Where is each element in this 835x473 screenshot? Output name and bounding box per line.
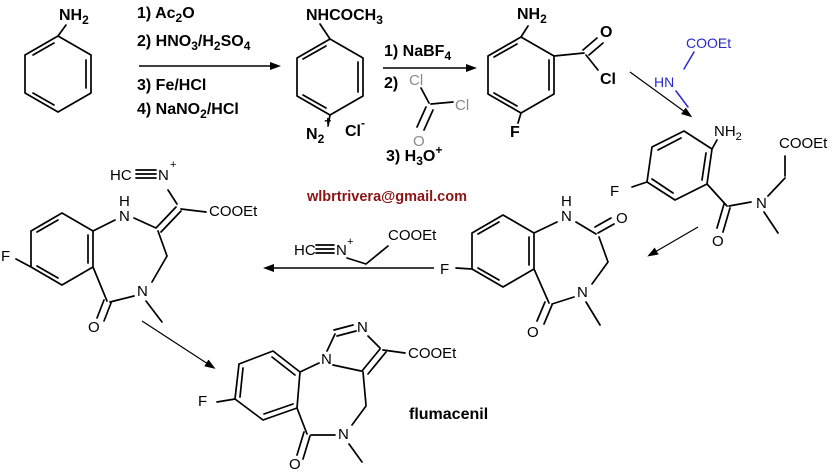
chloride-counterion-label: Cl- <box>345 116 365 140</box>
reagent-line-2: 2) HNO3/H2SO4 <box>137 33 251 53</box>
chlorine-label: Cl <box>455 97 469 114</box>
n1-label: N <box>119 208 130 225</box>
step2-reagents: 1) NaBF4 2) Cl Cl O 3) H3O+ <box>383 43 477 168</box>
n5-label: N <box>338 426 349 443</box>
reagent-line-3: 3) Fe/HCl <box>137 77 206 94</box>
ester-label: COOEt <box>408 345 457 362</box>
benzene-ring <box>296 23 364 127</box>
ester-label: COOEt <box>388 227 437 244</box>
fluorine-label: F <box>510 124 520 141</box>
oxygen-label: O <box>712 233 724 250</box>
reagent-line-2: 2) <box>384 75 398 92</box>
reagent-line-4: 4) NaNO2/HCl <box>137 101 239 121</box>
nh-hydrogen-label: H <box>561 193 572 210</box>
n4-label: N <box>137 283 148 300</box>
nh-hydrogen-label: H <box>119 193 130 210</box>
n1-label: N <box>561 208 572 225</box>
amine-label: HN <box>654 74 674 90</box>
amine-label: NH2 <box>517 6 547 26</box>
o5-label: O <box>527 324 539 341</box>
n4-label: N <box>577 284 588 301</box>
fluorine-label: F <box>440 261 449 278</box>
n3-label: N <box>357 319 368 336</box>
reaction-arrow-4 <box>647 226 699 257</box>
bonds <box>631 130 786 234</box>
hc-label: HC <box>110 167 132 184</box>
ester-label: COOEt <box>209 203 258 220</box>
acetamide-label: NHCOCH3 <box>306 7 383 27</box>
reagent-line-1: 1) Ac2O <box>137 5 195 25</box>
benzene-ring <box>24 24 92 113</box>
aniline-structure: NH2 <box>24 7 92 113</box>
product-name-caption: flumacenil <box>409 406 488 423</box>
benzodiazepinedione-structure: H N O N O F <box>440 193 628 341</box>
bonds <box>216 324 406 463</box>
plus-charge: + <box>170 159 176 171</box>
o6-label: O <box>289 456 301 473</box>
reaction-arrow-3 <box>629 71 693 118</box>
plus-charge: + <box>347 236 353 248</box>
amine-label: NH2 <box>59 7 89 27</box>
step1-reagents: 1) Ac2O 2) HNO3/H2SO4 3) Fe/HCl 4) NaNO2… <box>137 5 281 121</box>
reaction-arrow-6 <box>141 320 216 369</box>
nitrogen-label: N <box>336 242 347 259</box>
bonds <box>315 244 389 265</box>
isocyanide-n-label: N <box>158 167 169 184</box>
o5-label: O <box>88 319 100 336</box>
diazonium-label: N2+ <box>306 114 331 146</box>
fluorine-label: F <box>198 393 207 410</box>
ester-label: COOEt <box>686 35 731 51</box>
bonds <box>675 51 695 108</box>
bonds <box>15 169 207 323</box>
oxygen-label: O <box>600 24 612 41</box>
fluorine-label: F <box>1 248 10 265</box>
bonds <box>416 87 454 131</box>
bonds <box>487 25 604 124</box>
chlorine-label: Cl <box>600 71 616 88</box>
diazonium-structure: NHCOCH3 N2+ Cl- <box>296 7 383 146</box>
anilide-structure: NH2 F O N COOEt <box>610 123 828 250</box>
oxygen-label: O <box>413 133 425 150</box>
amine-label: NH2 <box>714 123 742 143</box>
glycine-ester-reagent: COOEt HN <box>654 35 731 108</box>
reagent-line-1: 1) NaBF4 <box>384 43 451 63</box>
phosgene-structure: Cl Cl O <box>409 72 469 150</box>
reagent-line-3: 3) H3O+ <box>386 143 442 168</box>
bonds <box>455 214 615 326</box>
nitrogen-label: N <box>756 195 767 212</box>
ester-label: COOEt <box>779 135 828 152</box>
n1-label: N <box>321 351 332 368</box>
enamine-adduct-structure: HC N + H N COOEt N O F <box>1 159 258 336</box>
isocyanoacetate-reagent: HC N + COOEt <box>294 227 437 265</box>
benzoyl-chloride-structure: NH2 O Cl F <box>487 6 616 141</box>
o2-label: O <box>616 210 628 227</box>
email-watermark: wlbrtrivera@gmail.com <box>306 189 467 205</box>
chlorine-label: Cl <box>409 72 423 89</box>
fluorine-label: F <box>610 183 619 200</box>
flumacenil-structure: N N COOEt N O F flumacenil <box>198 319 488 473</box>
hc-label: HC <box>294 242 316 259</box>
